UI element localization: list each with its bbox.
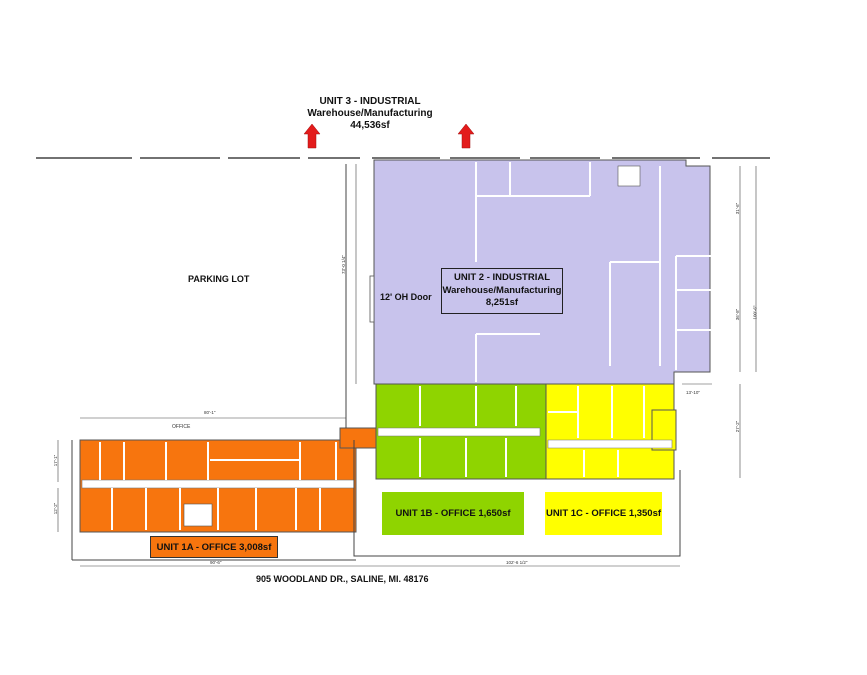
unit1c-label: UNIT 1C - OFFICE 1,350sf [545, 492, 662, 535]
unit1a-link [339, 427, 377, 449]
parking-lot-label: PARKING LOT [188, 274, 250, 284]
unit1b-label: UNIT 1B - OFFICE 1,650sf [382, 492, 524, 535]
unit3-title: UNIT 3 - INDUSTRIAL [319, 96, 421, 107]
unit1b-corridor [377, 427, 541, 437]
restroom-fixture [183, 503, 213, 527]
dimension-label: 36'-8" [735, 308, 741, 321]
unit2-title: UNIT 2 - INDUSTRIAL [453, 272, 551, 283]
unit2-fixture [617, 165, 641, 187]
unit2-walls [475, 162, 716, 382]
unit1c-walls [548, 386, 645, 477]
arrow-up-icon-left [303, 123, 321, 149]
dimension-label: 73'-0 1/4" [340, 255, 346, 274]
arrow-up-icon-right [457, 123, 475, 149]
unit2-type: Warehouse/Manufacturing [442, 284, 562, 296]
unit2-area: 8,251sf [485, 297, 519, 308]
north-arrows [303, 123, 475, 149]
dimension-label: 12'-2" [53, 502, 59, 515]
dimension-label: 13'-10" [686, 390, 700, 395]
unit1b-walls [419, 386, 517, 477]
unit3-type: Warehouse/Manufacturing [307, 108, 433, 119]
unit2-label-box: UNIT 2 - INDUSTRIAL Warehouse/Manufactur… [441, 268, 563, 314]
dimension-label: 17'-1" [53, 454, 59, 467]
dimension-label: 90'-6" [210, 560, 222, 565]
unit1c-corridor [547, 439, 673, 449]
office-label: OFFICE [172, 424, 191, 430]
unit1a-walls [99, 442, 337, 530]
dimension-label: 27'-2" [735, 420, 741, 433]
site-boundary [71, 164, 681, 561]
dimension-label: 31'-6" [735, 202, 741, 215]
dimension-label: 102'-6 1/2" [506, 560, 528, 565]
dimension-label: 100'-6" [752, 305, 758, 320]
unit3-label: UNIT 3 - INDUSTRIAL Warehouse/Manufactur… [300, 96, 440, 132]
dimension-lines [57, 164, 757, 567]
unit1a-label: UNIT 1A - OFFICE 3,008sf [150, 536, 278, 558]
oh-door-marker [369, 275, 375, 323]
unit1a-corridor [81, 479, 355, 489]
dimension-label: 80'-1" [204, 410, 216, 415]
unit3-area: 44,536sf [350, 120, 390, 131]
oh-door-label: 12' OH Door [380, 292, 432, 302]
address-label: 905 WOODLAND DR., SALINE, MI. 48176 [256, 574, 429, 584]
